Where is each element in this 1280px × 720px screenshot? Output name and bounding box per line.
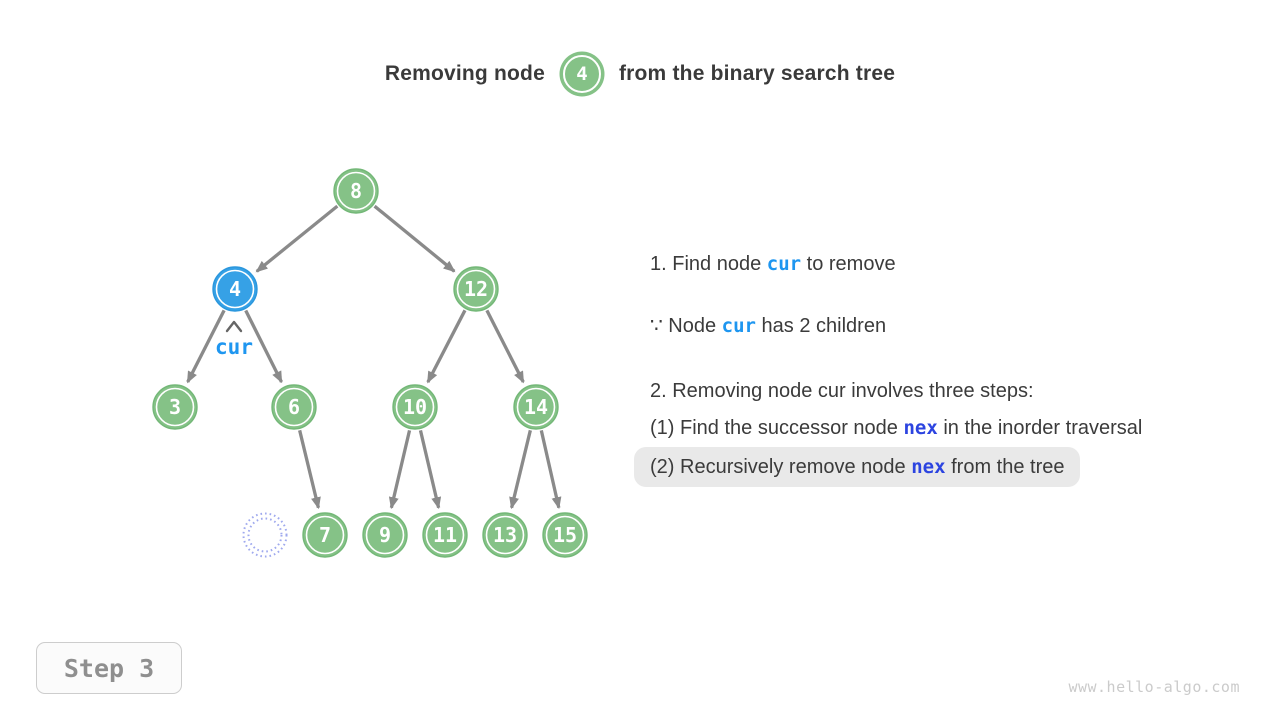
instruction-line: 2. Removing node cur involves three step… xyxy=(650,373,1260,410)
tree-edge-6-7 xyxy=(298,429,321,510)
code-token: cur xyxy=(721,315,756,337)
tree-node-13: 13 xyxy=(482,512,528,558)
ghost-layer xyxy=(242,512,288,558)
tree-node-value: 15 xyxy=(553,523,577,547)
cur-pointer-label: cur xyxy=(215,335,253,359)
tree-node-value: 13 xyxy=(493,523,517,547)
code-token: nex xyxy=(911,456,946,478)
tree-edge-12-10 xyxy=(426,309,467,384)
text-segment: from the tree xyxy=(945,456,1065,478)
bst-diagram: 8 4 12 3 6 10 14 7 9 11 13 15 cur xyxy=(152,168,588,558)
tree-node-value: 6 xyxy=(288,395,300,419)
instruction-line: (2) Recursively remove node nex from the… xyxy=(634,447,1081,487)
tree-edge-4-3 xyxy=(186,309,226,384)
tree-node-3: 3 xyxy=(152,384,198,430)
text-segment: (2) Recursively remove node xyxy=(650,456,912,478)
tree-node-value: 4 xyxy=(229,277,241,301)
ghost-node-ring xyxy=(247,517,283,553)
tree-edge-10-9 xyxy=(388,429,412,510)
pointer-layer: cur xyxy=(215,320,253,359)
instruction-list: 1. Find node cur to remove ∵ Node cur has… xyxy=(634,246,1260,487)
title-suffix: from the binary search tree xyxy=(618,62,896,85)
tree-node-10: 10 xyxy=(392,384,438,430)
tree-edge-14-15 xyxy=(539,430,562,510)
text-segment: in the inorder traversal xyxy=(937,417,1143,439)
tree-node-9: 9 xyxy=(362,512,408,558)
tree-node-12: 12 xyxy=(453,266,499,312)
caret-up-icon xyxy=(225,320,243,333)
tree-edge-14-13 xyxy=(509,429,532,510)
tree-node-8: 8 xyxy=(333,168,379,214)
text-segment: 1. Find node xyxy=(650,253,767,275)
tree-node-value: 14 xyxy=(524,395,548,419)
nodes-layer: 8 4 12 3 6 10 14 7 9 11 13 15 xyxy=(152,168,588,558)
tree-node-6: 6 xyxy=(271,384,317,430)
page-title: Removing node 4 from the binary search t… xyxy=(0,51,1280,97)
instruction-line: 1. Find node cur to remove xyxy=(650,246,1260,283)
tree-node-value: 12 xyxy=(464,277,488,301)
watermark: www.hello-algo.com xyxy=(1068,678,1240,696)
tree-node-value: 8 xyxy=(350,179,362,203)
text-segment: (1) Find the successor node xyxy=(650,417,904,439)
tree-node-value: 7 xyxy=(319,523,331,547)
tree-node-11: 11 xyxy=(422,512,468,558)
tree-node-4: 4 xyxy=(212,266,258,312)
text-segment: ∵ Node xyxy=(650,315,722,337)
edges-layer xyxy=(186,204,562,510)
tree-node-7: 7 xyxy=(302,512,348,558)
step-badge: Step 3 xyxy=(36,642,182,694)
instruction-line: ∵ Node cur has 2 children xyxy=(650,308,1260,345)
text-segment: has 2 children xyxy=(755,315,887,337)
instruction-line: (1) Find the successor node nex in the i… xyxy=(650,410,1260,447)
text-segment: to remove xyxy=(801,253,896,275)
tree-edge-4-6 xyxy=(244,309,283,384)
text-segment: 2. Removing node cur involves three step… xyxy=(650,380,1034,402)
code-token: cur xyxy=(766,253,802,275)
tree-node-value: 9 xyxy=(379,523,391,547)
title-node-badge: 4 xyxy=(562,55,601,93)
tree-edge-8-12 xyxy=(373,204,456,273)
tree-edge-10-11 xyxy=(418,429,442,510)
tree-node-value: 10 xyxy=(403,395,427,419)
tree-node-value: 11 xyxy=(433,523,457,547)
ghost-node-ring xyxy=(242,512,288,558)
tree-node-15: 15 xyxy=(542,512,588,558)
title-prefix: Removing node xyxy=(384,62,545,85)
tree-edge-12-14 xyxy=(485,309,525,384)
code-token: nex xyxy=(903,417,938,439)
tree-node-value: 3 xyxy=(169,395,181,419)
tree-node-14: 14 xyxy=(513,384,559,430)
tree-edge-8-4 xyxy=(255,204,339,273)
